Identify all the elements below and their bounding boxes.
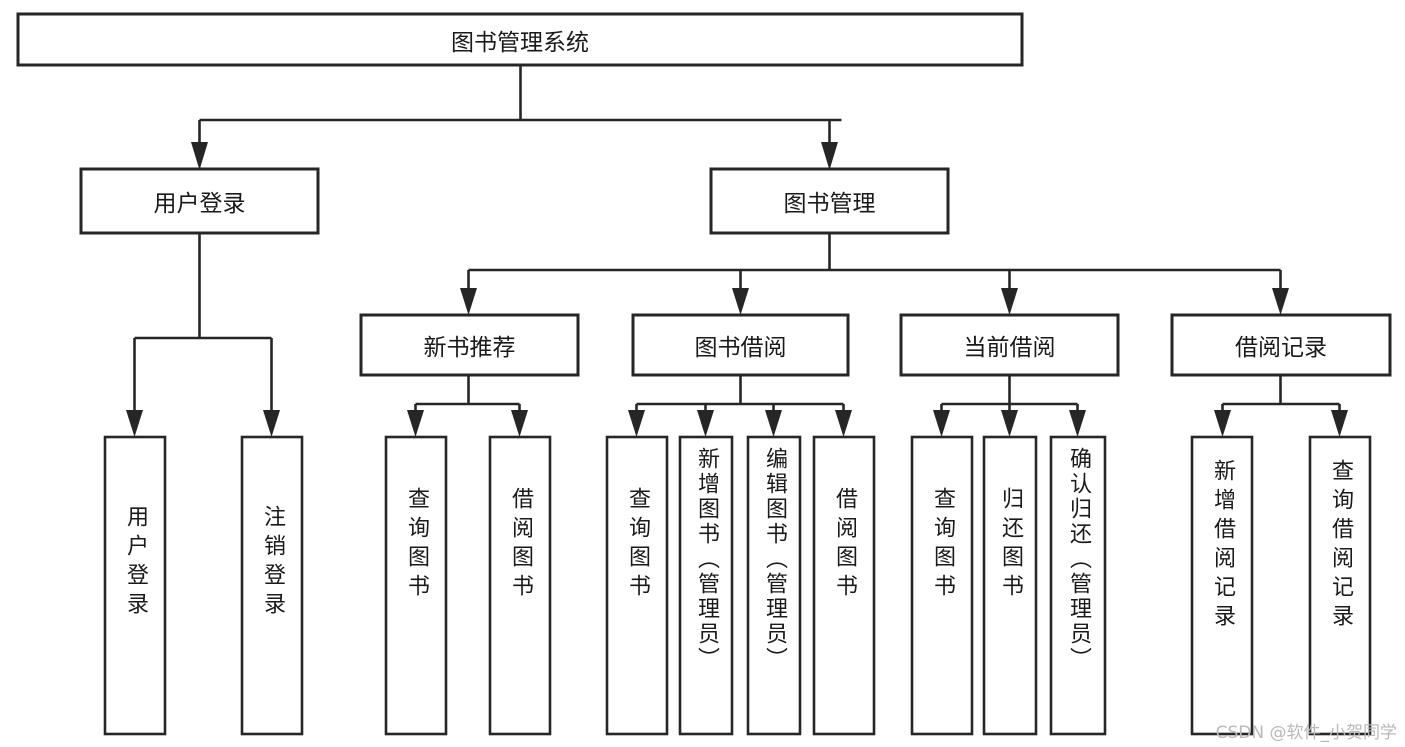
node-box-book-management[interactable] xyxy=(709,167,950,235)
node-box-leaf-add-record[interactable] xyxy=(1190,435,1254,736)
node-box-leaf-query-record[interactable] xyxy=(1308,435,1372,736)
connector-group-book-management xyxy=(460,233,1289,315)
connector-group-borrow-record xyxy=(1214,375,1348,437)
csdn-watermark: CSDN @软件_小贺同学 xyxy=(1215,723,1397,743)
node-box-new-book-recommend[interactable] xyxy=(359,313,580,377)
arrowhead-leaf-add-book xyxy=(697,410,714,437)
arrowhead-leaf-user-login xyxy=(126,410,143,437)
arrowhead-book-borrow xyxy=(732,288,749,315)
arrowhead-leaf-confirm-return xyxy=(1069,410,1086,437)
arrowhead-leaf-borrow-book-2 xyxy=(835,410,852,437)
connector-group-book-borrow xyxy=(628,375,852,437)
node-box-root[interactable] xyxy=(16,12,1024,67)
node-box-leaf-logout[interactable] xyxy=(240,435,304,736)
node-box-leaf-user-login[interactable] xyxy=(103,435,167,736)
arrowhead-book-management xyxy=(821,142,838,170)
arrowhead-leaf-query-record xyxy=(1331,410,1348,437)
node-box-current-borrow[interactable] xyxy=(899,313,1120,377)
node-box-book-borrow[interactable] xyxy=(631,313,850,377)
connector-group-root xyxy=(191,65,842,170)
connector-group-current-borrow xyxy=(933,375,1086,437)
node-box-leaf-query-book-2[interactable] xyxy=(605,435,669,736)
node-box-leaf-query-book-1[interactable] xyxy=(384,435,448,736)
arrowhead-borrow-record xyxy=(1272,288,1289,315)
arrowhead-leaf-query-book-1 xyxy=(407,410,424,437)
node-box-leaf-borrow-book-2[interactable] xyxy=(812,435,876,736)
node-box-leaf-return-book[interactable] xyxy=(982,435,1038,736)
arrowhead-leaf-query-book-2 xyxy=(628,410,645,437)
node-box-leaf-borrow-book-1[interactable] xyxy=(488,435,552,736)
node-box-leaf-add-book[interactable] xyxy=(678,435,734,736)
arrowhead-leaf-add-record xyxy=(1214,410,1231,437)
arrowhead-leaf-logout xyxy=(263,410,280,437)
node-box-user-login[interactable] xyxy=(79,167,320,235)
connector-group-user-login xyxy=(126,233,280,437)
node-box-borrow-record[interactable] xyxy=(1170,313,1392,377)
arrowhead-user-login xyxy=(191,142,208,170)
arrowhead-current-borrow xyxy=(1001,288,1018,315)
arrowhead-new-book-recommend xyxy=(460,288,477,315)
arrowhead-leaf-edit-book xyxy=(765,410,782,437)
node-box-leaf-query-book-3[interactable] xyxy=(910,435,974,736)
connector-group-new-book-recommend xyxy=(407,375,528,437)
arrowhead-leaf-borrow-book-1 xyxy=(511,410,528,437)
node-box-leaf-edit-book[interactable] xyxy=(746,435,802,736)
node-box-leaf-confirm-return[interactable] xyxy=(1049,435,1107,736)
arrowhead-leaf-return-book xyxy=(1001,410,1018,437)
arrowhead-leaf-query-book-3 xyxy=(933,410,950,437)
